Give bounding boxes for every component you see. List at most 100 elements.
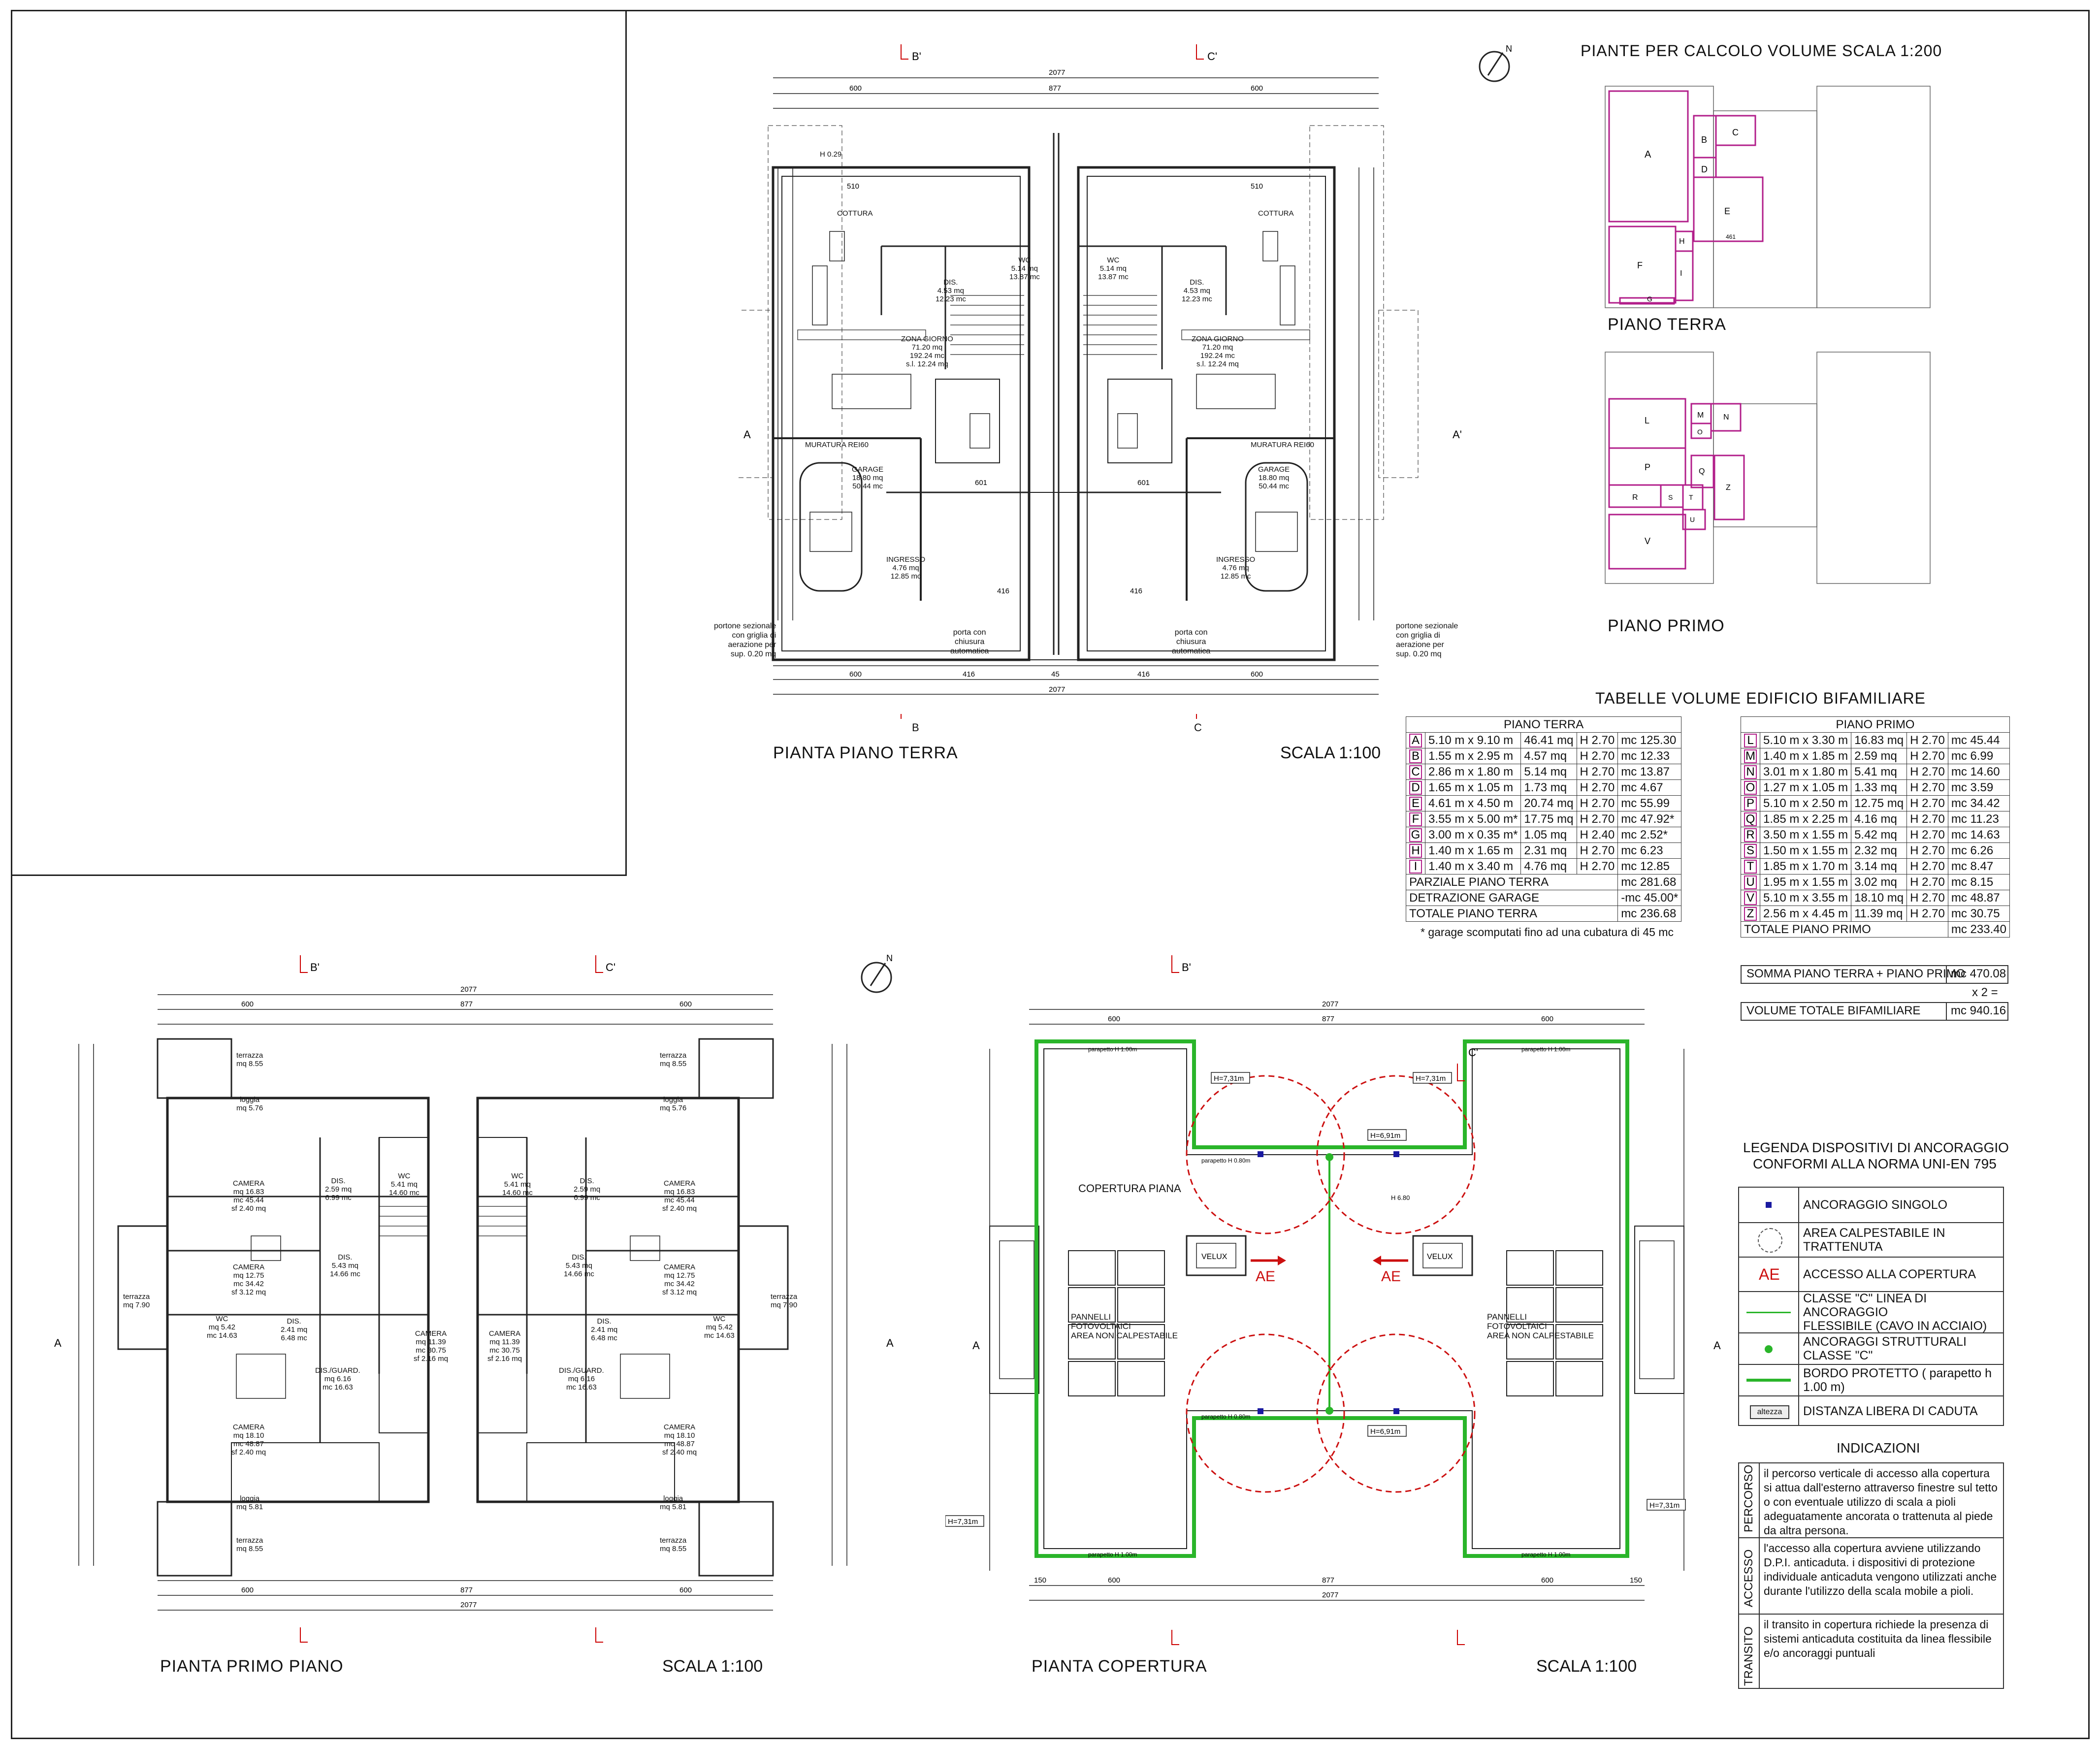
first-camera-2l: CAMERA mq 12.75 mc 34.42 sf 3.12 mq (231, 1263, 266, 1296)
legend-row-ancoraggio: ANCORAGGIO SINGOLO (1739, 1188, 2003, 1222)
roof-pannelli-right: PANNELLI FOTOVOLTAICI AREA NON CALPESTAB… (1487, 1312, 1594, 1340)
mini-label-e: E (1724, 206, 1730, 216)
roof-dim-bottom-1: 150 (1034, 1576, 1046, 1585)
dim-inner-416-r: 416 (1130, 587, 1142, 595)
legend-row-distanza: altezza DISTANZA LIBERA DI CADUTA (1739, 1395, 2003, 1426)
dim-top-mid: 877 (1049, 84, 1061, 93)
h029-label: H 0.29 (820, 150, 842, 159)
ind-row-accesso: ACCESSO l'accesso alla copertura avviene… (1739, 1537, 2003, 1614)
legend-row-linea: CLASSE "C" LINEA DI ANCORAGGIO FLESSIBIL… (1739, 1291, 2003, 1333)
cut-label-a-first-right: A (886, 1337, 894, 1349)
legend-box: ANCORAGGIO SINGOLO AREA CALPESTABILE IN … (1738, 1187, 2004, 1426)
cut-label-a: A (743, 428, 751, 441)
first-terrazza-tr: terrazza mq 8.55 (660, 1051, 687, 1068)
somma-box: SOMMA PIANO TERRA + PIANO PRIMO mc 470.0… (1741, 965, 2008, 984)
cut-label-c-prime-first: C' (606, 961, 615, 973)
first-camera-3r: CAMERA mq 18.10 mc 48.87 sf 2.40 mq (662, 1423, 697, 1457)
lifeline-icon (1746, 1312, 1791, 1313)
room-ingresso-left: INGRESSO 4.76 mq 12.85 mc (886, 555, 926, 581)
roof-cut-a-right: A (1713, 1339, 1721, 1352)
protected-edge-icon (1746, 1379, 1791, 1382)
dim-inner-601: 601 (975, 479, 987, 487)
velux-right: VELUX (1427, 1253, 1453, 1261)
h680-label: H 6.80 (1391, 1194, 1410, 1201)
first-wc-1r: WC 5.41 mq 14.60 mc (502, 1172, 533, 1197)
tables-title: TABELLE VOLUME EDIFICIO BIFAMILIARE (1595, 689, 1926, 707)
muratura-left: MURATURA REI60 (805, 441, 869, 449)
mini-label-f: F (1637, 260, 1643, 270)
legend-row-accesso: AE ACCESSO ALLA COPERTURA (1739, 1257, 2003, 1291)
first-terrazza-tl: terrazza mq 8.55 (236, 1051, 263, 1068)
mini-ground-plan: A B C D E F G H I 461 (1605, 86, 1931, 308)
somma-value: mc 470.08 (1951, 967, 2006, 980)
dim-bottom-left: 600 (849, 670, 862, 679)
portone-note-left: portone sezionale con griglia di aerazio… (714, 622, 776, 658)
dim-total-bottom: 2077 (1049, 685, 1065, 694)
mini-first-label: PIANO PRIMO (1608, 616, 1725, 635)
roof-dim-total-bottom: 2077 (1322, 1591, 1338, 1599)
mini-label-q: Q (1699, 467, 1705, 476)
dim-bottom-mid: 45 (1051, 670, 1060, 679)
roof-cut-b-prime: B' (1182, 961, 1191, 973)
h731-tr: H=7,31m (1416, 1074, 1446, 1083)
cut-b-bottom: B (912, 721, 919, 734)
ae-right: AE (1381, 1268, 1401, 1285)
first-dis-1r: DIS. 2.59 mq 6.99 mc (574, 1177, 601, 1202)
cut-label-a-first: A (54, 1337, 62, 1349)
accesso-text: l'accesso alla copertura avviene utilizz… (1764, 1542, 1997, 1597)
parapetto-low-top: parapetto H 0.80m (1201, 1157, 1250, 1164)
dim-inner-510-r: 510 (1251, 182, 1263, 191)
dim-bottom-r2: 416 (1137, 670, 1150, 679)
first-loggia-tr: loggia mq 5.76 (660, 1096, 687, 1112)
first-camera-2r: CAMERA mq 12.75 mc 34.42 sf 3.12 mq (662, 1263, 697, 1296)
dim-top-right: 600 (1251, 84, 1263, 93)
ind-row-transito: TRANSITO il transito in copertura richie… (1739, 1614, 2003, 1689)
mini-inner-dim: 461 (1726, 233, 1736, 240)
first-dim-bottom-mid: 877 (460, 1586, 473, 1594)
room-ingresso-right: INGRESSO 4.76 mq 12.85 mc (1216, 555, 1256, 581)
parapetto-br: parapetto H 1.00m (1521, 1551, 1570, 1558)
legend-title-1: LEGENDA DISPOSITIVI DI ANCORAGGIO (1743, 1140, 2009, 1155)
ground-plan-frame (11, 10, 627, 876)
parapetto-low-bottom: parapetto H 0.80m (1201, 1413, 1250, 1420)
room-zona-giorno-left: ZONA GIORNO 71.20 mq 192.24 mc s.l. 12.2… (901, 335, 953, 368)
room-dis-right: DIS. 4.53 mq 12.23 mc (1182, 278, 1212, 303)
mini-label-c: C (1732, 128, 1739, 137)
legend-row-bordo: BORDO PROTETTO ( parapetto h 1.00 m) (1739, 1364, 2003, 1395)
first-dim-bottom-right: 600 (679, 1586, 692, 1594)
first-camera-1r: CAMERA mq 16.83 mc 45.44 sf 2.40 mq (662, 1179, 697, 1213)
roof-dim-top-right: 600 (1541, 1015, 1553, 1023)
h731-br: H=7,31m (1649, 1501, 1680, 1510)
first-dis-3r: DIS. 2.41 mq 6.48 mc (591, 1317, 618, 1342)
first-dim-total: 2077 (460, 985, 477, 994)
roof-dim-bottom-5: 150 (1630, 1576, 1642, 1585)
roof-pannelli-left: PANNELLI FOTOVOLTAICI AREA NON CALPESTAB… (1071, 1312, 1178, 1340)
mini-label-d: D (1701, 164, 1708, 174)
garage-note: * garage scomputati fino ad una cubatura… (1421, 926, 1674, 939)
room-zona-giorno-right: ZONA GIORNO 71.20 mq 192.24 mc s.l. 12.2… (1192, 335, 1244, 368)
first-dis-1l: DIS. 2.59 mq 6.99 mc (325, 1177, 352, 1202)
mini-label-r: R (1632, 493, 1638, 502)
north-label: N (1506, 44, 1512, 54)
mini-label-v: V (1645, 536, 1650, 546)
plan-roof-title: PIANTA COPERTURA (1032, 1657, 1207, 1676)
first-camera-3l: CAMERA mq 18.10 mc 48.87 sf 2.40 mq (231, 1423, 266, 1457)
height-box-icon: altezza (1750, 1405, 1789, 1419)
ae-symbol-icon: AE (1759, 1265, 1780, 1283)
first-camera-4l: CAMERA mq 11.39 mc 30.75 sf 2.16 mq (414, 1329, 449, 1363)
first-dim-total-bottom: 2077 (460, 1601, 477, 1609)
first-dis-2l: DIS. 5.43 mq 14.66 mc (330, 1253, 360, 1278)
mini-label-a: A (1645, 149, 1651, 160)
accesso-label: ACCESSO (1742, 1549, 1755, 1607)
plan-ground-title: PIANTA PIANO TERRA (773, 744, 958, 762)
